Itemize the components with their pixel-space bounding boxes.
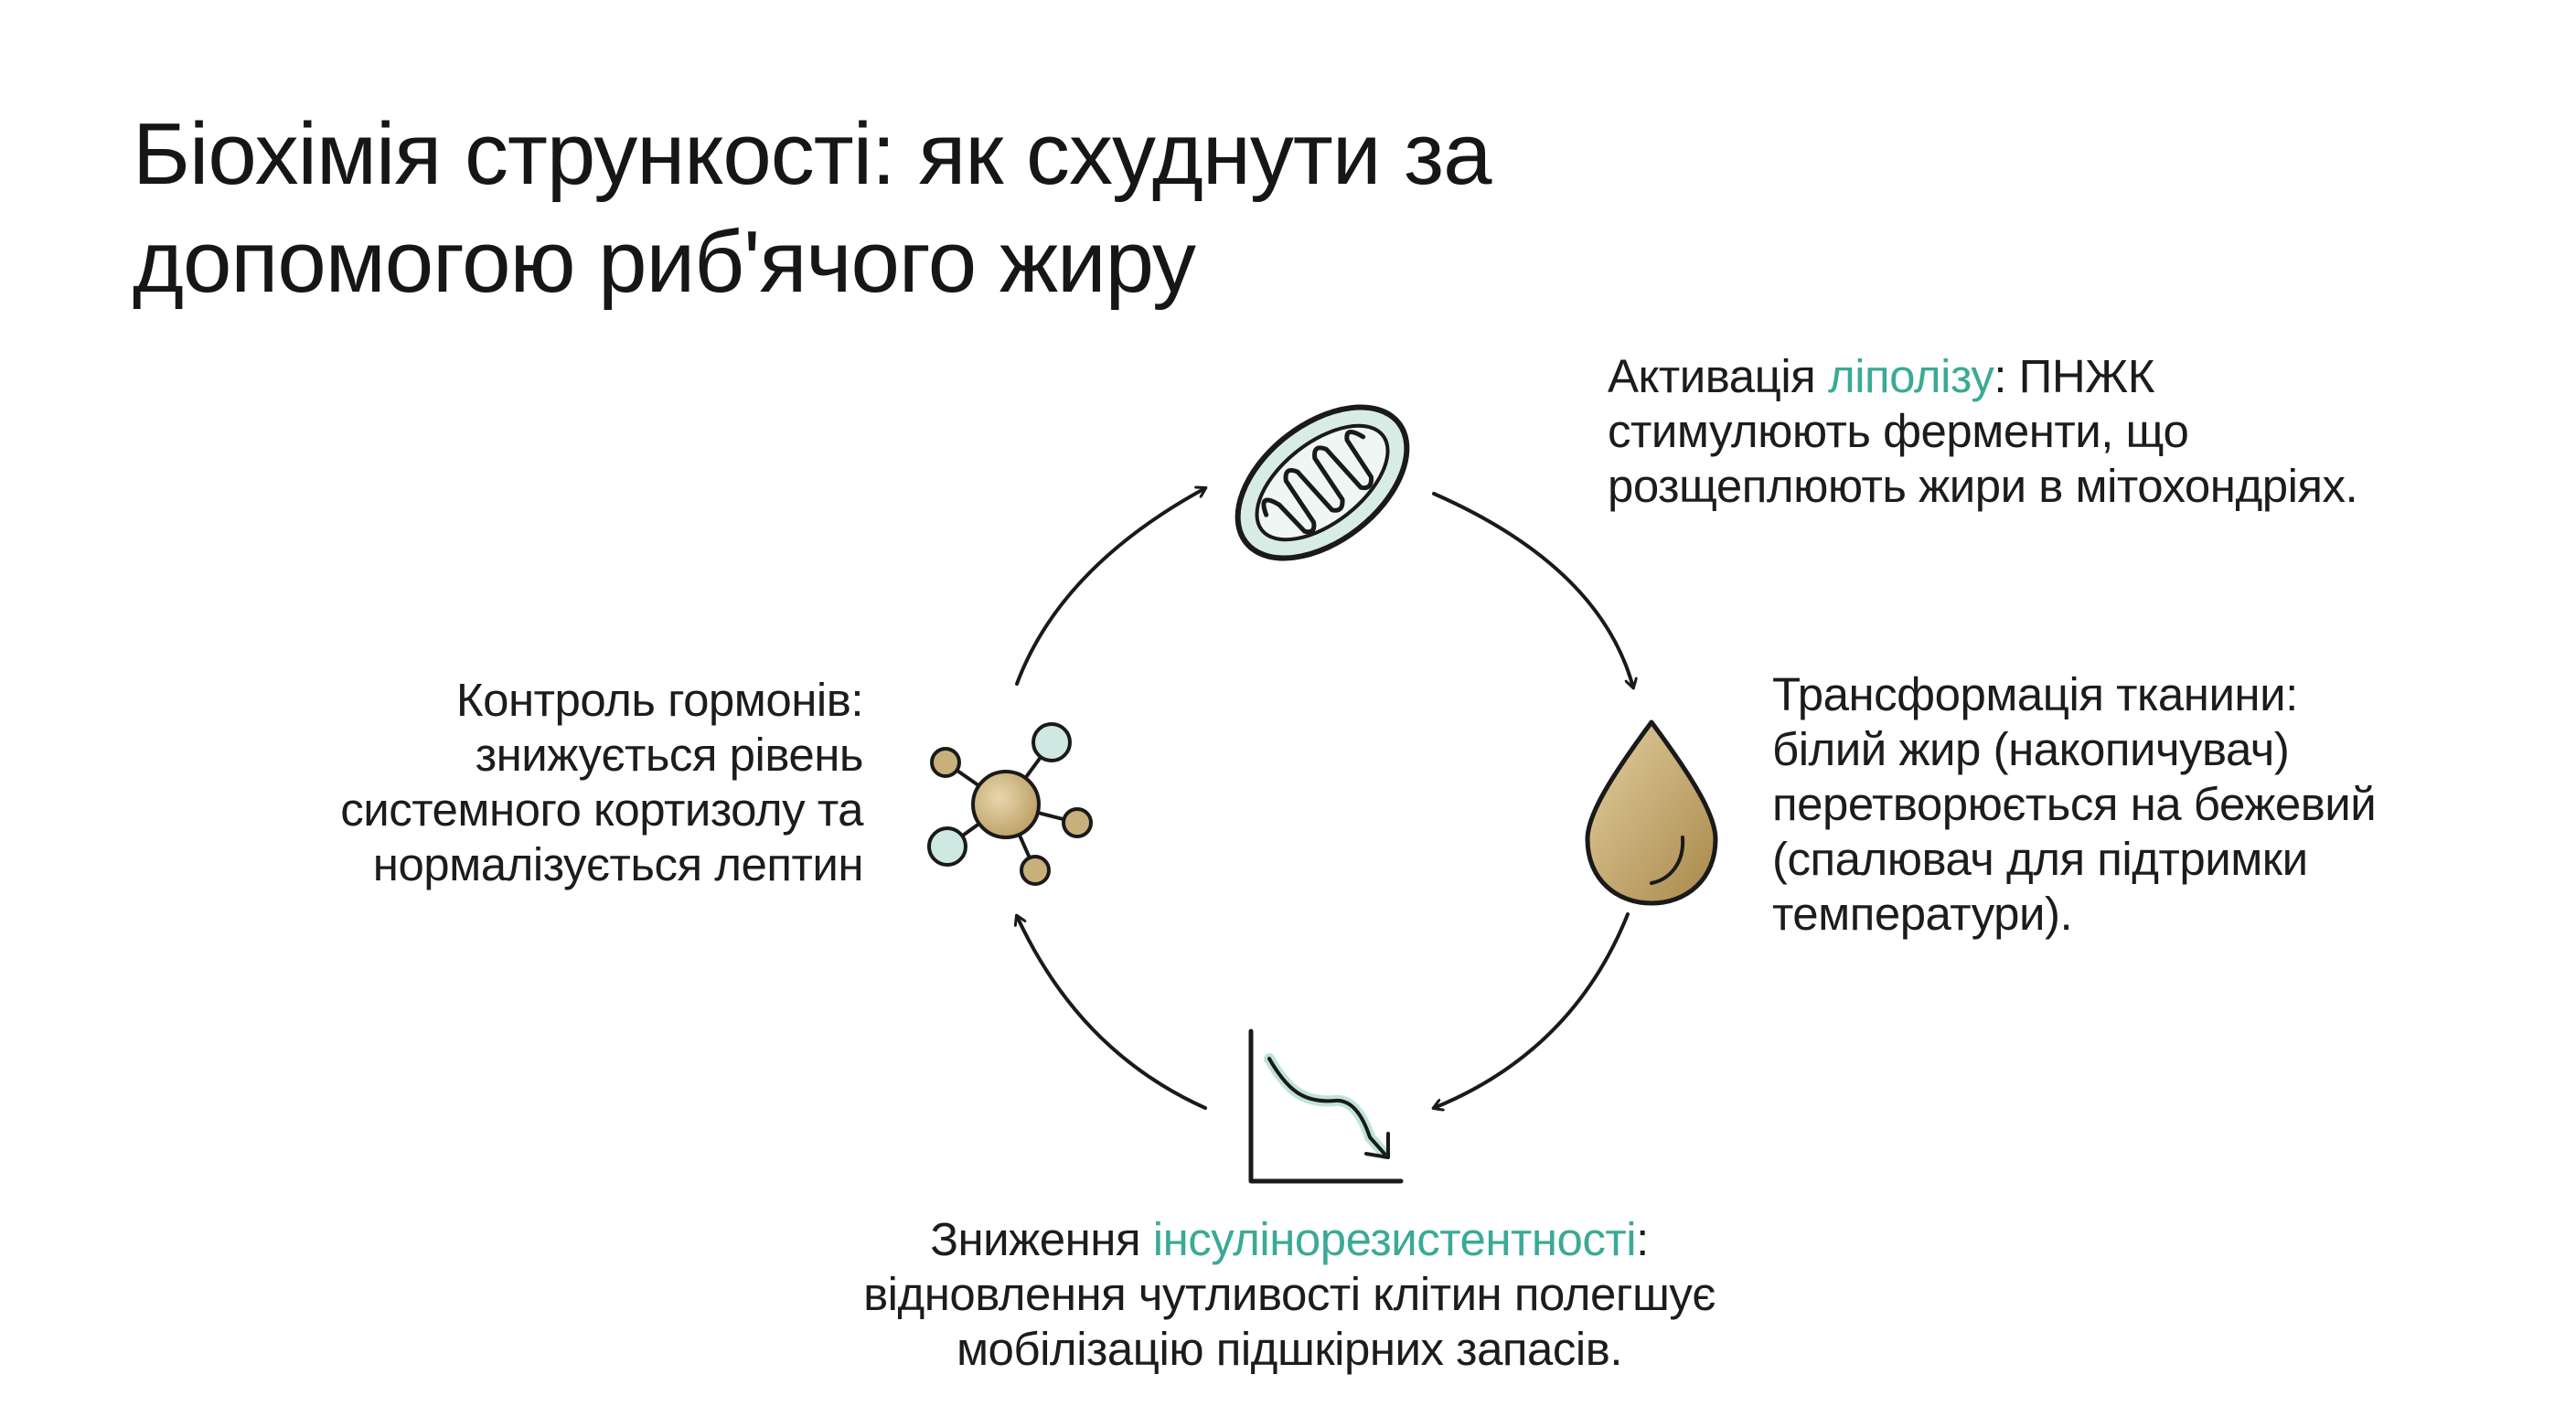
arrow-bottom-to-left [1017,916,1207,1110]
caption-insulin-line-3: мобілізацію підшкірних запасів. [956,1323,1623,1375]
caption-hormone-line-1: Контроль гормонів: [455,674,864,726]
caption-insulin-line-2: відновлення чутливості клітин полегшує [863,1268,1716,1320]
caption-tissue-line-4: (спалювач для підтримки [1772,833,2308,885]
arrow-left-to-top [1015,488,1205,686]
hormone-molecule-icon [927,722,1093,886]
caption-hormone-line-2: знижується рівень [475,729,864,781]
caption-text: : [1636,1213,1649,1265]
caption-tissue-line-5: температури). [1772,888,2073,940]
caption-hormone-line-4: нормалізується лептин [372,838,864,890]
caption-tissue-line-3: перетворюється на бежевий [1772,778,2377,830]
caption-lipolysis-line-2: стимулюють ферменти, що [1608,405,2189,457]
caption-tissue-line-1: Трансформація тканини: [1772,668,2298,720]
caption-insulin-line-1: Зниження інсулінорезистентності: [777,1212,1801,1267]
title-line-2: допомогою риб'ячого жиру [133,213,1196,311]
caption-tissue-transformation: Трансформація тканини: білий жир (накопи… [1772,667,2377,942]
cycle-arrows [1017,488,1633,1108]
accent-term-insulin-resistance: інсулінорезистентності [1152,1213,1637,1265]
caption-text: : ПНЖК [1993,350,2154,402]
title-line-1: Біохімія стрункості: як схуднути за [133,105,1492,203]
page-title: Біохімія стрункості: як схуднути за допо… [133,101,1870,316]
caption-insulin-resistance: Зниження інсулінорезистентності: відновл… [777,1212,1801,1377]
caption-lipolysis-line-1: Активація ліполізу: ПНЖК [1608,349,2357,404]
mitochondrion-icon [1235,404,1410,561]
declining-chart-icon [1248,1028,1404,1184]
caption-hormone-control: Контроль гормонів: знижується рівень сис… [340,673,863,892]
caption-lipolysis-line-3: розщеплюють жири в мітохондріях. [1608,460,2358,512]
caption-hormone-line-3: системного кортизолу та [340,783,863,836]
caption-text: Зниження [930,1213,1153,1265]
arrow-top-to-right [1432,492,1633,687]
accent-term-lipolysis: ліполізу [1827,350,1994,402]
caption-lipolysis: Активація ліполізу: ПНЖК стимулюють ферм… [1608,349,2358,514]
caption-text: Активація [1608,350,1828,402]
fat-droplet-icon [1585,719,1718,906]
caption-tissue-line-2: білий жир (накопичувач) [1772,723,2290,775]
arrow-right-to-bottom [1434,912,1630,1108]
